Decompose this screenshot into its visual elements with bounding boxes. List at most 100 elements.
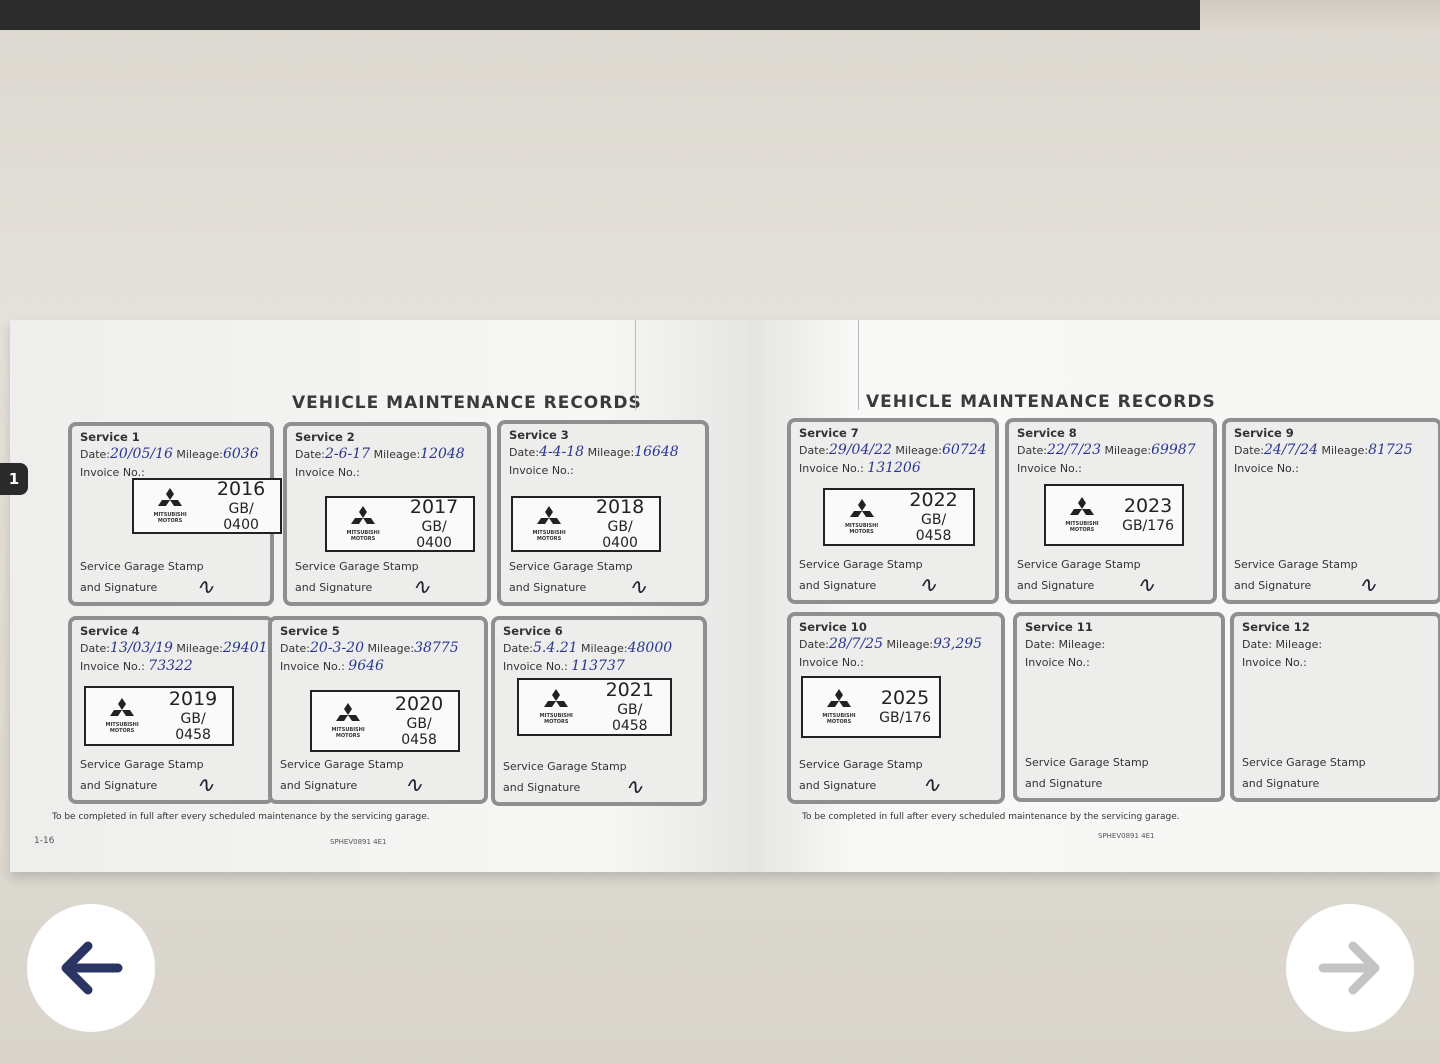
stamp-label: Service Garage Stamp bbox=[1017, 558, 1141, 571]
brand-text: MITSUBISHI MOTORS bbox=[532, 530, 566, 542]
date-mileage-row: Date: Mileage: bbox=[1242, 636, 1430, 652]
invoice-label: Invoice No.: bbox=[80, 466, 145, 479]
service-title: Service 11 bbox=[1025, 620, 1093, 634]
invoice-row: Invoice No.: bbox=[1025, 654, 1213, 670]
invoice-label: Invoice No.: bbox=[503, 660, 572, 673]
date-label: Date: bbox=[80, 448, 110, 461]
stamp-year: 2017 bbox=[409, 495, 459, 518]
invoice-row: Invoice No.: bbox=[509, 462, 697, 478]
mileage-value: 48000 bbox=[627, 640, 673, 656]
date-value: 5.4.21 bbox=[533, 640, 578, 656]
invoice-value: 73322 bbox=[148, 658, 193, 674]
date-label: Date: bbox=[799, 444, 829, 457]
date-mileage-row: Date:20-3-20 Mileage:38775 bbox=[280, 640, 476, 656]
service-title: Service 7 bbox=[799, 426, 859, 440]
date-value: 13/03/19 bbox=[110, 640, 173, 656]
stamp-code: GB/ 0458 bbox=[915, 511, 952, 545]
invoice-row: Invoice No.: bbox=[295, 464, 479, 480]
invoice-label: Invoice No.: bbox=[80, 660, 149, 673]
invoice-row: Invoice No.: 113737 bbox=[503, 658, 695, 674]
date-value: 20-3-20 bbox=[310, 640, 364, 656]
signature-mark-icon: ∿ bbox=[624, 775, 644, 800]
mitsubishi-logo-icon: MITSUBISHI MOTORS bbox=[94, 698, 150, 734]
invoice-label: Invoice No.: bbox=[280, 660, 349, 673]
stamp-label: Service Garage Stamp bbox=[1234, 558, 1358, 571]
invoice-label: Invoice No.: bbox=[1017, 462, 1082, 475]
service-title: Service 12 bbox=[1242, 620, 1310, 634]
invoice-row: Invoice No.: bbox=[80, 464, 262, 480]
mileage-label: Mileage: bbox=[882, 638, 934, 651]
stamp-code: GB/176 bbox=[1122, 518, 1174, 534]
stamp-code: GB/ 0458 bbox=[175, 710, 211, 744]
invoice-label: Invoice No.: bbox=[1234, 462, 1299, 475]
mileage-label: Mileage: bbox=[1055, 638, 1106, 651]
date-label: Date: bbox=[1234, 444, 1264, 457]
date-label: Date: bbox=[799, 638, 829, 651]
mitsubishi-logo-icon: MITSUBISHI MOTORS bbox=[811, 689, 867, 725]
next-image-button[interactable] bbox=[1286, 904, 1414, 1032]
stamp-year: 2020 bbox=[394, 692, 444, 715]
signature-text: and Signature bbox=[1017, 579, 1095, 592]
mileage-label: Mileage: bbox=[370, 448, 421, 461]
stamp-label: Service Garage Stamp bbox=[1242, 756, 1366, 769]
brand-text: MITSUBISHI MOTORS bbox=[844, 523, 879, 535]
date-label: Date: bbox=[1025, 638, 1055, 651]
service-title: Service 8 bbox=[1017, 426, 1077, 440]
invoice-row: Invoice No.: bbox=[1234, 460, 1430, 476]
date-mileage-row: Date:5.4.21 Mileage:48000 bbox=[503, 640, 695, 656]
invoice-label: Invoice No.: bbox=[1242, 656, 1307, 669]
mitsubishi-logo-icon: MITSUBISHI MOTORS bbox=[320, 703, 376, 739]
mileage-value: 29401 bbox=[222, 640, 268, 656]
signature-text: and Signature bbox=[1242, 777, 1320, 790]
mileage-value: 81725 bbox=[1368, 442, 1413, 458]
left-footer-note: To be completed in full after every sche… bbox=[52, 812, 430, 822]
date-label: Date: bbox=[1242, 638, 1272, 651]
brand-logo-column bbox=[635, 320, 748, 410]
stamp-label: Service Garage Stamp bbox=[80, 560, 204, 573]
left-page-title: VEHICLE MAINTENANCE RECORDS bbox=[292, 393, 642, 413]
arrow-left-icon bbox=[61, 941, 123, 995]
brand-text: MITSUBISHI MOTORS bbox=[822, 713, 856, 725]
left-page-number: 1-16 bbox=[34, 836, 55, 846]
mileage-label: Mileage: bbox=[1317, 444, 1369, 457]
mileage-value: 12048 bbox=[420, 446, 465, 462]
stamp-label: Service Garage Stamp bbox=[295, 560, 419, 573]
date-mileage-row: Date:20/05/16 Mileage:6036 bbox=[80, 446, 262, 462]
signature-text: and Signature bbox=[503, 781, 581, 794]
previous-image-button[interactable] bbox=[27, 904, 155, 1032]
brand-text: MITSUBISHI MOTORS bbox=[346, 530, 380, 542]
mitsubishi-logo-icon: MITSUBISHI MOTORS bbox=[335, 506, 391, 542]
mileage-value: 6036 bbox=[222, 446, 259, 462]
brand-text: MITSUBISHI MOTORS bbox=[153, 512, 187, 524]
top-bar-dark-strip bbox=[0, 0, 1200, 30]
mitsubishi-logo-icon: MITSUBISHI MOTORS bbox=[527, 689, 586, 725]
service-title: Service 4 bbox=[80, 624, 140, 638]
service-title: Service 3 bbox=[509, 428, 569, 442]
invoice-row: Invoice No.: 73322 bbox=[80, 658, 262, 674]
right-divider bbox=[858, 320, 859, 410]
stamp-year: 2023 bbox=[1123, 495, 1173, 518]
mitsubishi-logo-icon: MITSUBISHI MOTORS bbox=[833, 499, 890, 535]
stamp-label: Service Garage Stamp bbox=[80, 758, 204, 771]
date-label: Date: bbox=[509, 446, 539, 459]
stamp-label: Service Garage Stamp bbox=[503, 760, 627, 773]
invoice-value: 9646 bbox=[348, 658, 384, 674]
date-value: 22/7/23 bbox=[1047, 442, 1101, 458]
date-mileage-row: Date: Mileage: bbox=[1025, 636, 1213, 652]
brand-text: MITSUBISHI MOTORS bbox=[539, 713, 573, 725]
